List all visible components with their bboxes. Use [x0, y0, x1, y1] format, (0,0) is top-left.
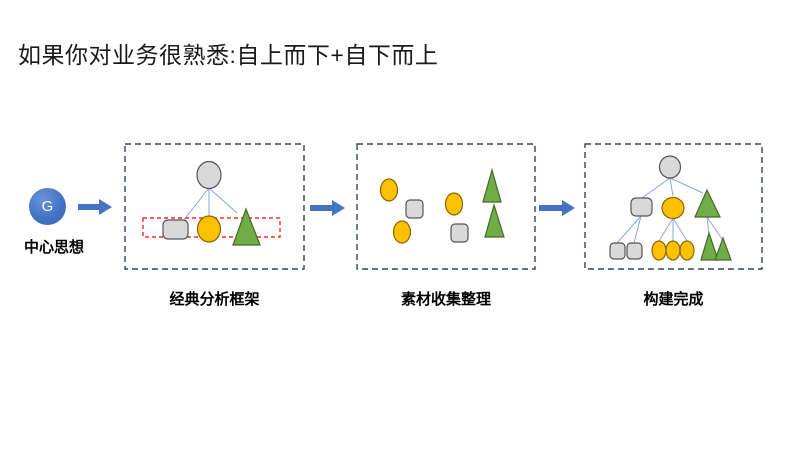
- material-ellipse: [379, 178, 399, 202]
- leaf-ellipse: [665, 240, 681, 261]
- leaf-square: [626, 242, 643, 260]
- central-idea-label: G: [41, 198, 54, 215]
- tree-connector: [658, 217, 674, 242]
- dashed-box-border: [124, 143, 305, 270]
- leaf-square: [609, 242, 626, 260]
- flow-arrow-icon-2: [310, 200, 345, 216]
- topic-triangle: [232, 207, 261, 246]
- central-idea-node: G: [29, 188, 66, 225]
- step-box-complete: [584, 143, 763, 270]
- tree-connector: [641, 177, 671, 199]
- tree-connector: [669, 177, 674, 197]
- central-idea-caption: 中心思想: [23, 239, 84, 256]
- dashed-box-border: [356, 143, 536, 270]
- material-square: [450, 223, 469, 243]
- tree-connector: [669, 177, 704, 194]
- leaf-triangle: [714, 236, 732, 261]
- complete-tree-diagram: [584, 143, 763, 270]
- root-ellipse: [658, 155, 682, 179]
- material-ellipse: [444, 192, 464, 216]
- topic-circle: [196, 215, 222, 243]
- root-ellipse: [196, 160, 222, 190]
- material-triangle: [482, 167, 502, 203]
- branch-rounded-rect: [630, 197, 653, 217]
- topic-rounded-rect: [162, 219, 189, 240]
- branch-circle: [661, 196, 685, 220]
- framework-tree-diagram: [124, 143, 305, 270]
- tree-connector: [633, 215, 642, 244]
- dashed-box-border: [584, 143, 763, 270]
- tree-connector: [616, 215, 642, 244]
- material-ellipse: [392, 220, 412, 244]
- tree-connector: [706, 216, 710, 236]
- branch-triangle: [694, 188, 721, 218]
- tree-connector: [672, 217, 688, 242]
- materials-scatter-diagram: [356, 143, 536, 270]
- leaf-ellipse: [651, 240, 667, 261]
- leaf-ellipse: [679, 240, 695, 261]
- tree-connector: [182, 187, 210, 222]
- material-square: [405, 199, 424, 219]
- flow-arrow-icon-3: [539, 200, 575, 216]
- tree-connector: [706, 216, 723, 240]
- step-box-materials: [356, 143, 536, 270]
- tree-connector: [208, 187, 238, 214]
- step-caption-complete: 构建完成: [643, 291, 704, 308]
- step-caption-materials: 素材收集整理: [400, 291, 491, 308]
- step-box-framework: [124, 143, 305, 270]
- leaf-triangle: [700, 231, 719, 261]
- slide-title: 如果你对业务很熟悉:自上而下+自下而上: [18, 42, 439, 68]
- flow-arrow-icon-1: [78, 199, 112, 215]
- step-caption-framework: 经典分析框架: [169, 291, 260, 308]
- material-triangle: [484, 202, 505, 238]
